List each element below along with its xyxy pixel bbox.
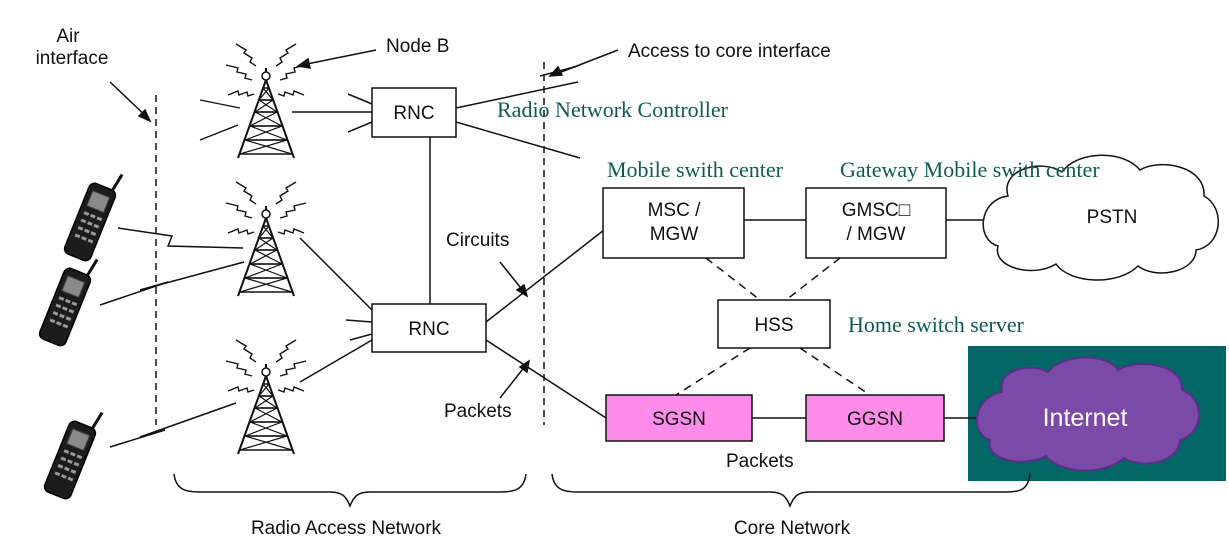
mobile-phone-icon: [61, 163, 126, 264]
sgsn-text: SGSN: [652, 409, 706, 430]
hss-text: HSS: [754, 315, 793, 336]
gmsc-text-line2: / MGW: [846, 224, 905, 245]
internet-text: Internet: [1043, 404, 1128, 432]
msc-text-line2: MGW: [650, 224, 699, 245]
air-interface-label-line2: interface: [36, 48, 109, 69]
mobile-phone-icon: [36, 248, 101, 349]
packets-label-left: Packets: [444, 401, 512, 422]
pstn-text: PSTN: [1087, 207, 1138, 228]
msc-full-name-label: Mobile swith center: [607, 157, 784, 182]
cloud-icon: [982, 154, 1219, 281]
ggsn-box: [805, 394, 945, 442]
mobile-phone-icon: [41, 401, 106, 502]
radio-access-brace: [173, 473, 527, 509]
rnc-bottom-box: [371, 303, 487, 353]
packets-label-core: Packets: [726, 451, 794, 472]
msc-box: [602, 187, 745, 259]
core-network-label: Core Network: [734, 518, 851, 539]
cell-tower-icon: [225, 43, 307, 159]
hss-box: [717, 299, 831, 349]
ggsn-text: GGSN: [847, 409, 903, 430]
sgsn-box: [605, 394, 753, 442]
rnc-top-box: [371, 87, 457, 138]
access-core-interface-label: Access to core interface: [628, 41, 831, 62]
node-b-label: Node B: [386, 36, 449, 57]
cell-tower-icon: [225, 339, 307, 455]
radio-access-network-label: Radio Access Network: [251, 518, 442, 539]
rnc-full-name-label: Radio Network Controller: [497, 97, 729, 122]
gmsc-box: [805, 187, 947, 259]
air-interface-label-line1: Air: [56, 26, 80, 47]
cloud-icon: [975, 356, 1200, 472]
radio-link-icon: [99, 227, 245, 448]
core-network-brace: [551, 473, 1031, 509]
rnc-bottom-text: RNC: [408, 319, 449, 340]
cell-tower-icon: [225, 181, 307, 297]
gmsc-text-line1: GMSC□: [842, 200, 911, 221]
msc-text-line1: MSC /: [648, 200, 702, 221]
gmsc-full-name-label: Gateway Mobile swith center: [840, 157, 1100, 182]
circuits-label: Circuits: [446, 230, 509, 251]
hss-full-name-label: Home switch server: [848, 312, 1025, 337]
rnc-top-text: RNC: [393, 103, 434, 124]
